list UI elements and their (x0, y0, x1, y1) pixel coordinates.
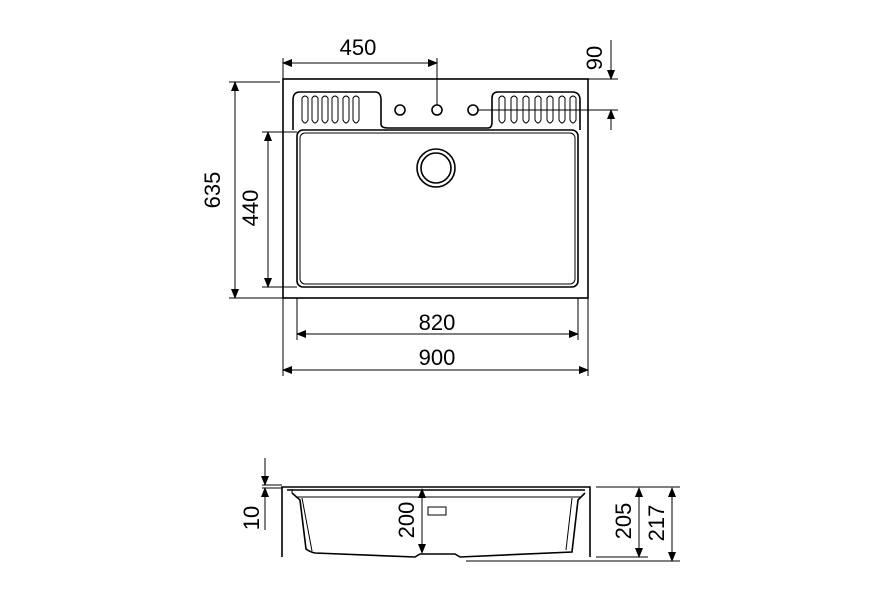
bowl-outline (296, 129, 579, 288)
tap-hole-left (394, 104, 406, 116)
dim-450: 450 (340, 35, 377, 60)
dim-10: 10 (239, 506, 264, 530)
dim-205: 205 (611, 503, 636, 540)
tap-hole-right (467, 104, 479, 116)
bowl-profile (287, 489, 586, 558)
drainer-ribs-left (301, 95, 360, 124)
dim-90: 90 (582, 46, 607, 70)
sink-outline (282, 78, 589, 299)
dim-635: 635 (200, 172, 225, 209)
overflow-slot (427, 506, 447, 516)
dim-200: 200 (394, 502, 419, 539)
drain-inner (420, 152, 452, 184)
drainer-ribs-right (498, 95, 577, 124)
side-view: 10 200 205 217 (239, 458, 680, 562)
dim-820: 820 (419, 310, 456, 335)
side-outline (281, 486, 591, 557)
dim-217: 217 (644, 505, 669, 542)
top-view: 450 90 635 440 820 900 (200, 35, 618, 376)
tap-hole-center (431, 104, 443, 116)
drain-outer (416, 148, 456, 188)
dim-440: 440 (238, 190, 263, 227)
dim-900: 900 (419, 345, 456, 370)
top-deck (300, 91, 581, 130)
